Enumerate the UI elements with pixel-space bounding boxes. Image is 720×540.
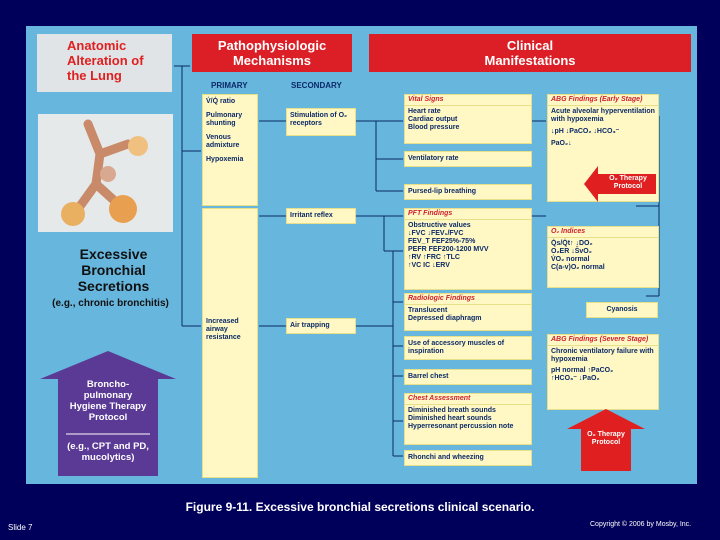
- header-clinical-text: Clinical Manifestations: [484, 38, 576, 68]
- vital-signs-box: Vital Signs Heart rate Cardiac output Bl…: [404, 94, 532, 144]
- pft-item-3: FEV_T FEF25%-75%: [408, 238, 476, 245]
- label-secondary: SECONDARY: [291, 81, 342, 90]
- pft-item-2: ↓FVC ↓FEV₁/FVC: [408, 230, 464, 237]
- header-anatomic-text: Anatomic Alteration of the Lung: [67, 38, 144, 83]
- o2-indices-item-2: O₂ER ↓S̄vO₂: [551, 248, 592, 255]
- accessory-box: Use of accessory muscles of inspiration: [404, 336, 532, 360]
- pft-title: PFT Findings: [405, 209, 531, 220]
- header-anatomic: Anatomic Alteration of the Lung: [37, 34, 172, 92]
- chest-title: Chest Assessment: [405, 394, 531, 405]
- condition-title: Excessive Bronchial Secretions: [77, 246, 150, 294]
- o2-indices-title: O₂ Indices: [548, 227, 658, 238]
- chest-box: Chest Assessment Diminished breath sound…: [404, 393, 532, 445]
- o2-indices-box: O₂ Indices Q̇s/Q̇t↑ ↓DO₂ O₂ER ↓S̄vO₂ V̇O…: [547, 226, 659, 288]
- o2-indices-item-4: C(a-v)O₂ normal: [551, 264, 605, 271]
- barrel-box: Barrel chest: [404, 369, 532, 385]
- primary-box-1: V̇/Q̇ ratio Pulmonary shunting Venous ad…: [202, 94, 258, 206]
- abg-severe-title: ABG Findings (Severe Stage): [548, 335, 658, 346]
- abg-severe-item-1: Chronic ventilatory failure with hypoxem…: [551, 348, 654, 363]
- abg-early-item-1: Acute alveolar hyperventilation with hyp…: [551, 108, 655, 123]
- o2-indices-item-3: V̇O₂ normal: [551, 256, 590, 263]
- abg-early-item-2: ↓pH ↓PaCO₂ ↓HCO₃⁻: [551, 128, 620, 135]
- radiologic-box: Radiologic Findings Translucent Depresse…: [404, 293, 532, 331]
- chest-item-1: Diminished breath sounds: [408, 407, 496, 414]
- o2-protocol-1-label: O₂ Therapy Protocol: [609, 175, 647, 190]
- vital-signs-title: Vital Signs: [405, 95, 531, 106]
- radiologic-item-2: Depressed diaphragm: [408, 315, 482, 322]
- cyanosis-box: Cyanosis: [586, 302, 658, 318]
- chest-item-3: Hyperresonant percussion note: [408, 423, 514, 430]
- copyright: Copyright © 2006 by Mosby, Inc.: [590, 521, 692, 528]
- protocol-arrow-shape: [40, 351, 176, 476]
- abg-early-item-3: PaO₂↓: [551, 140, 572, 147]
- vital-item-2: Cardiac output: [408, 116, 458, 123]
- secondary-stim-text: Stimulation of O₂ receptors: [290, 112, 348, 127]
- ventilatory-box: Ventilatory rate: [404, 151, 532, 167]
- pft-item-5: ↑RV ↑FRC ↑TLC: [408, 254, 460, 261]
- protocol-example: (e.g., CPT and PD, mucolytics): [67, 441, 149, 463]
- primary-1-item-1: V̇/Q̇ ratio: [206, 98, 236, 105]
- abg-severe-item-3: ↑HCO₃⁻ ↓PaO₂: [551, 375, 600, 382]
- pft-item-4: PEFR FEF200-1200 MVV: [408, 246, 489, 253]
- primary-1-item-4: Hypoxemia: [206, 156, 244, 163]
- primary-box-2: Increased airway resistance: [202, 208, 258, 478]
- label-primary: PRIMARY: [211, 81, 248, 90]
- secondary-irritant: Irritant reflex: [286, 208, 356, 224]
- abg-severe-item-2: pH normal ↑PaCO₂: [551, 367, 614, 374]
- primary-2-item-1: Increased airway resistance: [206, 318, 241, 341]
- figure-caption: Figure 9-11. Excessive bronchial secreti…: [185, 500, 535, 514]
- chest-item-2: Diminished heart sounds: [408, 415, 492, 422]
- pft-item-1: Obstructive values: [408, 222, 471, 229]
- lung-illustration: [38, 114, 173, 232]
- secondary-stim: Stimulation of O₂ receptors: [286, 108, 356, 136]
- primary-1-item-3: Venous admixture: [206, 134, 240, 149]
- secondary-air-text: Air trapping: [290, 322, 330, 329]
- abg-severe-box: ABG Findings (Severe Stage) Chronic vent…: [547, 334, 659, 410]
- header-clinical: Clinical Manifestations: [369, 34, 691, 72]
- rhonchi-box: Rhonchi and wheezing: [404, 450, 532, 466]
- protocol-title: Broncho-pulmonary Hygiene Therapy Protoc…: [69, 379, 147, 423]
- secondary-air: Air trapping: [286, 318, 356, 334]
- condition-example: (e.g., chronic bronchitis): [52, 298, 169, 309]
- vital-item-3: Blood pressure: [408, 124, 460, 131]
- primary-1-item-2: Pulmonary shunting: [206, 112, 243, 127]
- slide-number: Slide 7: [8, 523, 33, 532]
- pft-box: PFT Findings Obstructive values ↓FVC ↓FE…: [404, 208, 532, 290]
- connector-lines: [174, 65, 660, 457]
- radiologic-item-1: Translucent: [408, 307, 448, 314]
- pft-item-6: ↑VC IC ↓ERV: [408, 262, 450, 269]
- abg-early-title: ABG Findings (Early Stage): [548, 95, 658, 106]
- vital-item-1: Heart rate: [408, 108, 441, 115]
- pursed-lip-box: Pursed-lip breathing: [404, 184, 532, 200]
- o2-indices-item-1: Q̇s/Q̇t↑ ↓DO₂: [551, 240, 593, 247]
- o2-protocol-arrow-1: [584, 166, 656, 202]
- header-patho: Pathophysiologic Mechanisms: [192, 34, 352, 72]
- secondary-irritant-text: Irritant reflex: [290, 212, 333, 219]
- o2-protocol-arrow-2: [567, 409, 645, 471]
- o2-protocol-2-label: O₂ Therapy Protocol: [587, 431, 625, 446]
- radiologic-title: Radiologic Findings: [405, 294, 531, 305]
- header-patho-text: Pathophysiologic Mechanisms: [217, 38, 327, 68]
- figure-panel: Anatomic Alteration of the Lung Pathophy…: [26, 26, 697, 484]
